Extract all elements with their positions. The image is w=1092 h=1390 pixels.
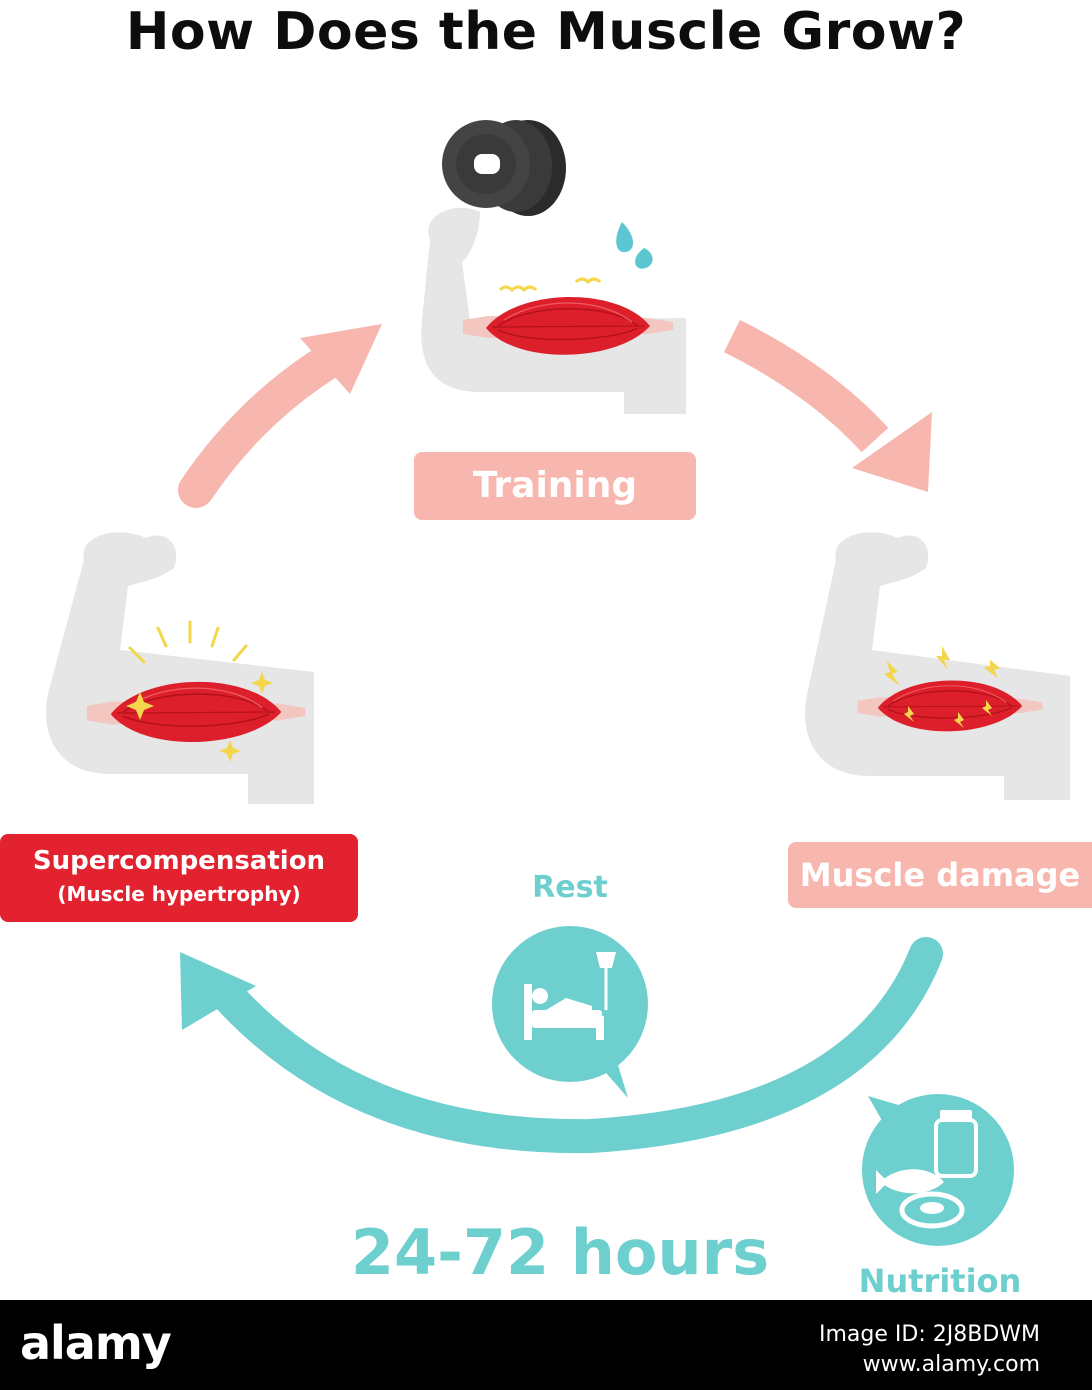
watermark-bar <box>0 1300 1092 1390</box>
site-url: www.alamy.com <box>862 1352 1040 1377</box>
food-icon <box>876 1110 978 1229</box>
nutrition-label: Nutrition <box>858 1262 1022 1300</box>
strain-lines <box>498 277 602 293</box>
arrow-recovery <box>180 937 943 1154</box>
muscle-damage-label: Muscle damage <box>788 842 1092 908</box>
bed-icon <box>524 952 616 1040</box>
damaged-arm-illustration <box>805 532 1070 800</box>
lightning-icon <box>884 646 1000 728</box>
arrow-super-to-training <box>178 324 382 508</box>
sweat-drops-icon <box>616 222 653 269</box>
supercompensation-label: Supercompensation (Muscle hypertrophy) <box>0 834 358 922</box>
supercompensation-title: Supercompensation <box>32 846 326 876</box>
training-label: Training <box>414 452 696 520</box>
page-title: How Does the Muscle Grow? <box>125 2 967 62</box>
brand-logo: alamy <box>20 1316 172 1370</box>
supercompensation-arm-illustration <box>46 532 315 804</box>
image-id: Image ID: 2J8BDWM <box>819 1322 1040 1347</box>
arrow-training-to-damage <box>723 319 932 492</box>
rest-label: Rest <box>532 870 608 905</box>
dumbbell-icon <box>442 120 566 216</box>
training-arm-illustration <box>421 207 686 414</box>
glow-lines <box>128 620 248 664</box>
recovery-duration: 24-72 hours <box>350 1216 770 1289</box>
supercompensation-subtitle: (Muscle hypertrophy) <box>57 882 301 906</box>
sparkle-icon <box>126 672 273 762</box>
